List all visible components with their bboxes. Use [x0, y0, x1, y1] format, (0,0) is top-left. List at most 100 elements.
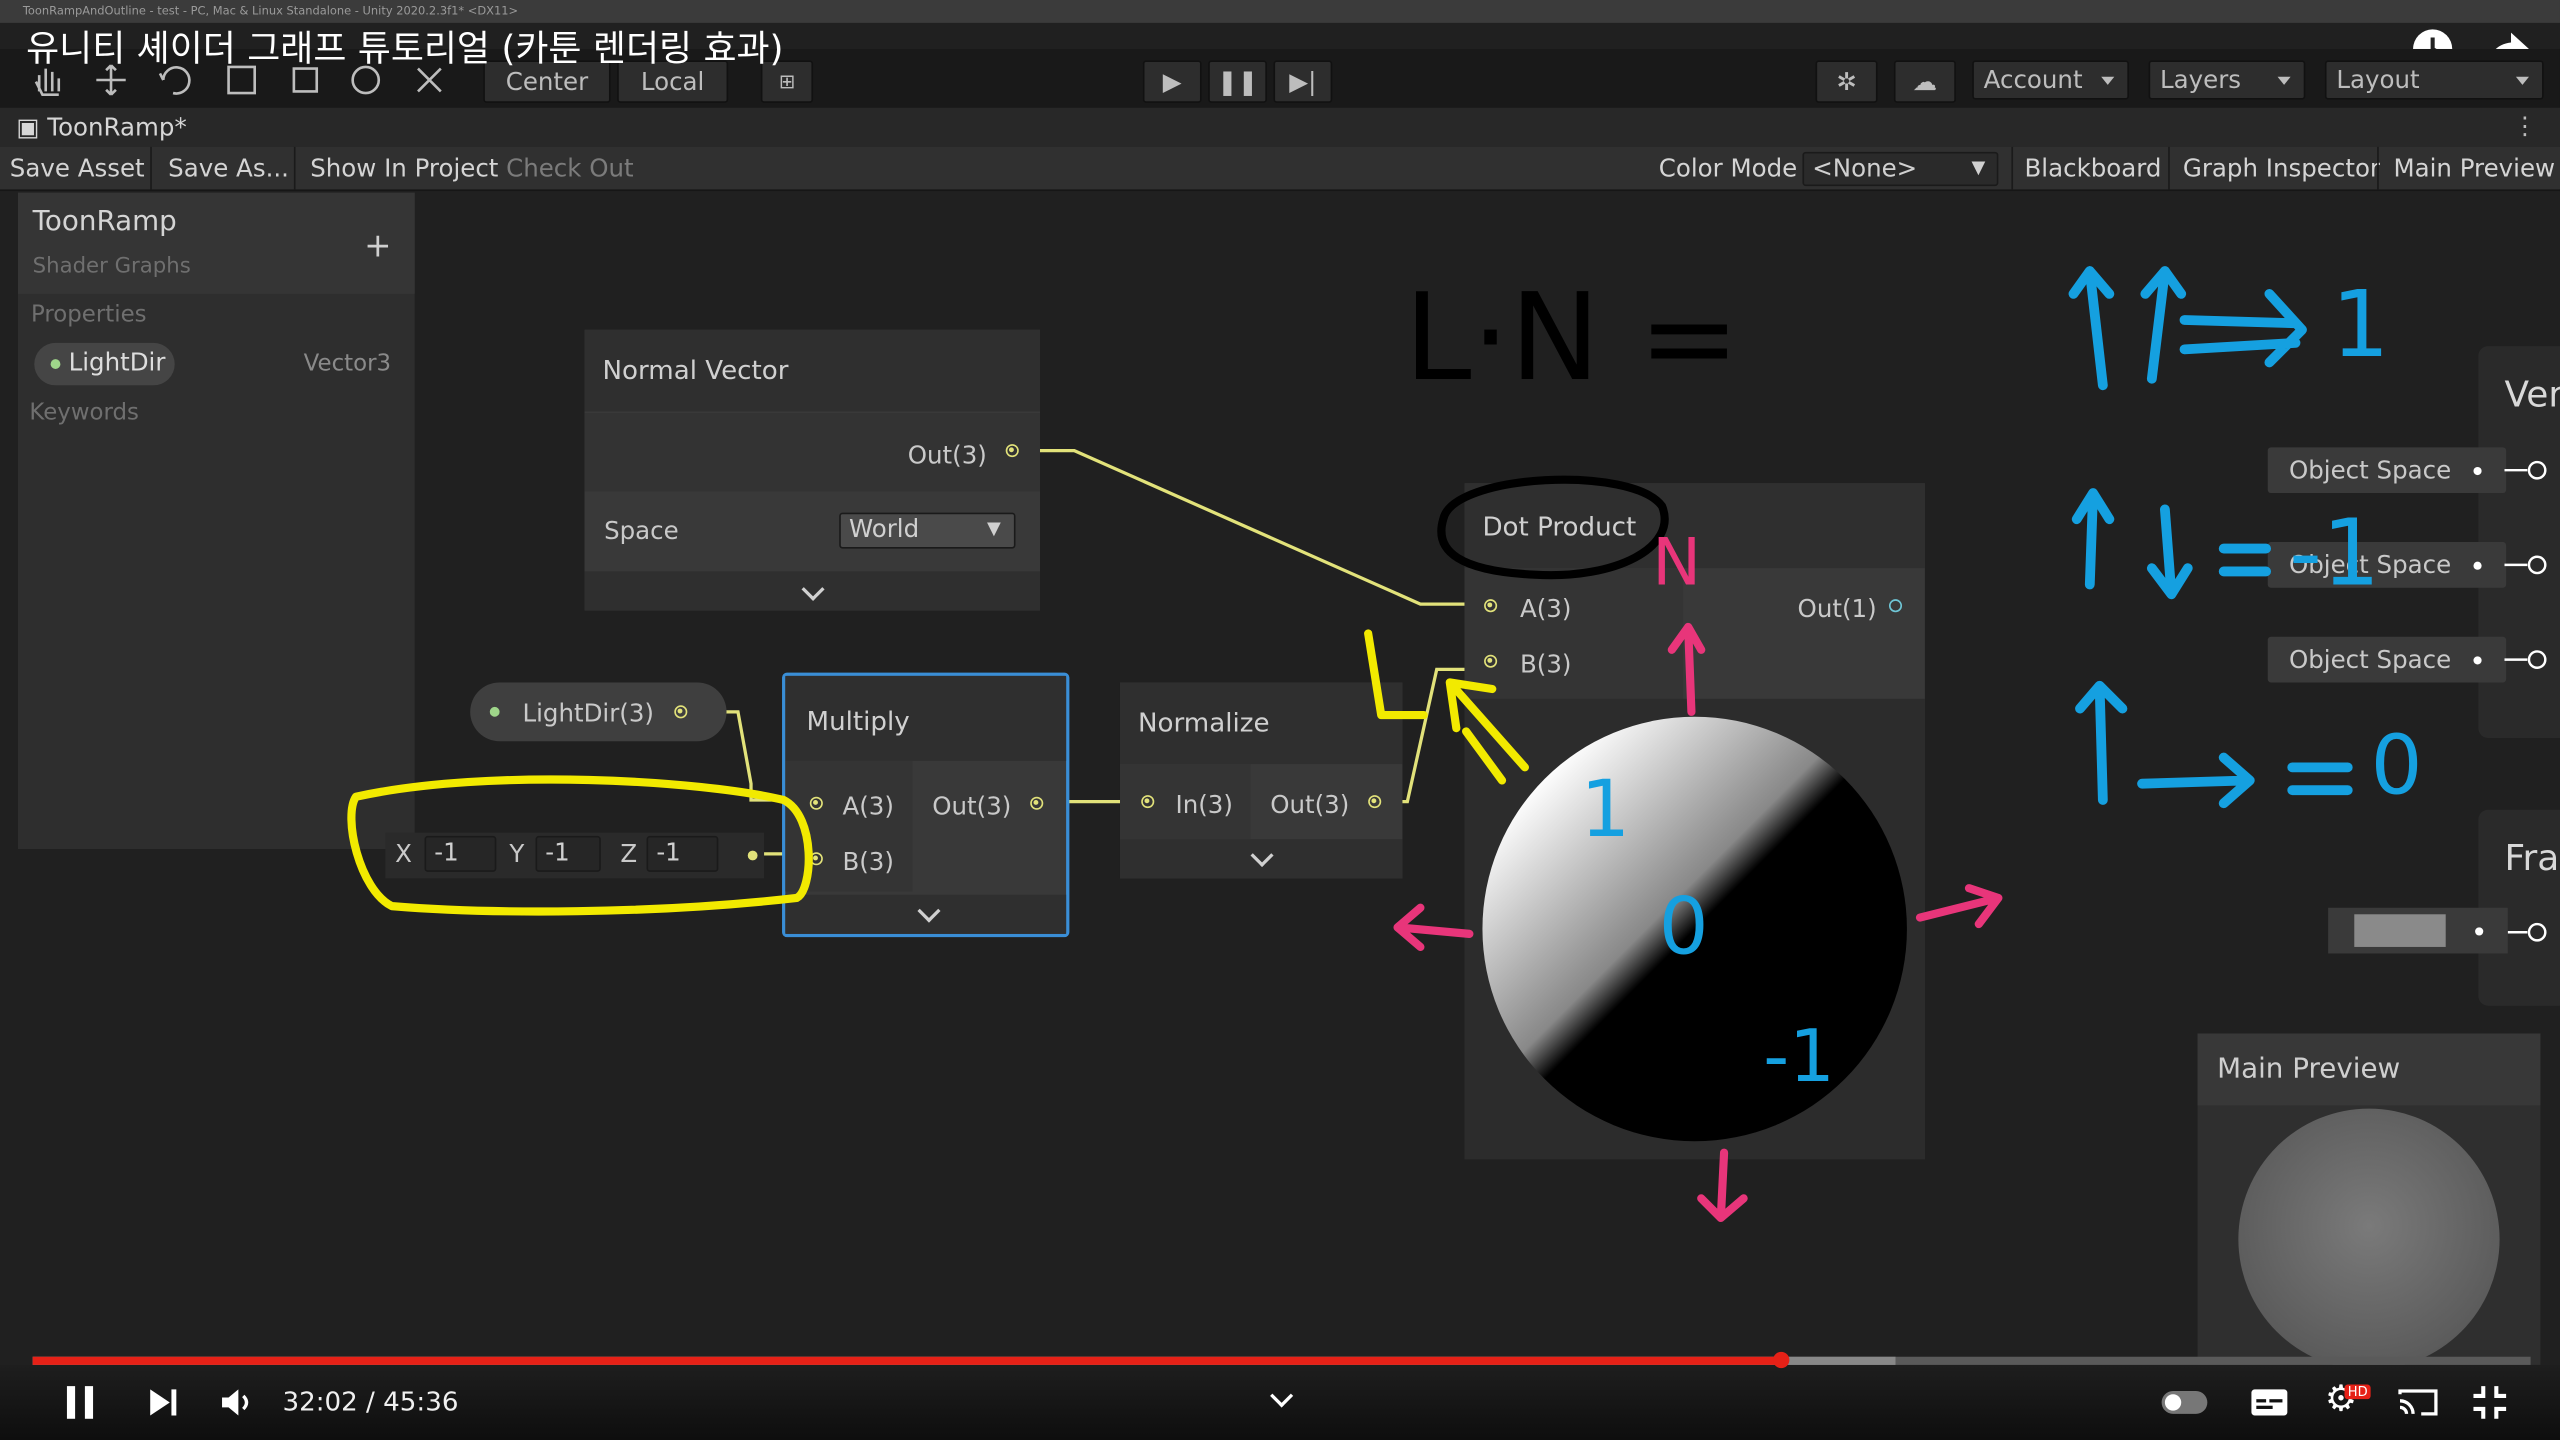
- progress-scrubber[interactable]: [1773, 1351, 1790, 1369]
- x-field[interactable]: -1: [424, 835, 497, 872]
- property-pill-lightdir[interactable]: LightDir: [34, 342, 175, 386]
- node-header: [785, 675, 1067, 761]
- wire-normal-to-dot-a: [1018, 448, 1483, 606]
- save-as-button[interactable]: Save As...: [168, 153, 289, 183]
- color-mode-dropdown[interactable]: <None> ▼: [1802, 151, 1999, 187]
- video-title[interactable]: 유니티 셰이더 그래프 튜토리얼 (카툰 렌더링 효과): [26, 29, 784, 71]
- space-value: World: [848, 514, 920, 544]
- port-a[interactable]: [809, 796, 823, 810]
- check-out-button[interactable]: Check Out: [506, 153, 634, 183]
- blackboard-toggle[interactable]: Blackboard: [2024, 153, 2162, 183]
- port-out-label: Out(3): [907, 440, 987, 471]
- window-caption: ToonRampAndOutline - test - PC, Mac & Li…: [22, 4, 519, 18]
- transform-tool-icon: [351, 65, 381, 95]
- node-normal-vector[interactable]: Normal Vector Out(3) Space World ▼: [584, 329, 1040, 611]
- cloud-button[interactable]: ☁: [1893, 60, 1956, 103]
- exit-fullscreen-icon[interactable]: [2472, 1384, 2508, 1420]
- save-asset-button[interactable]: Save Asset: [9, 153, 145, 183]
- property-type: Vector3: [303, 351, 392, 378]
- port-out[interactable]: [1030, 796, 1044, 810]
- pause-button[interactable]: [62, 1384, 98, 1420]
- space-label: Object Space: [2288, 550, 2452, 580]
- step-button[interactable]: ▶|: [1273, 60, 1333, 103]
- pivot-local-button[interactable]: Local: [617, 60, 729, 103]
- tab-shader-graph[interactable]: ▣ ToonRamp*: [16, 112, 187, 143]
- volume-icon[interactable]: [219, 1386, 255, 1419]
- port-out[interactable]: [747, 850, 758, 861]
- subtitles-icon[interactable]: [2250, 1388, 2289, 1417]
- color-swatch[interactable]: [2354, 914, 2446, 947]
- port-out[interactable]: [1005, 444, 1019, 458]
- node-lightdir-property[interactable]: LightDir(3): [470, 682, 727, 742]
- blackboard-subtitle: Shader Graphs: [32, 254, 191, 280]
- graph-inspector-toggle[interactable]: Graph Inspector: [2182, 153, 2380, 183]
- vertex-input-position[interactable]: Object Space: [2267, 447, 2507, 494]
- account-label: Account: [1983, 65, 2083, 95]
- port-out[interactable]: [1368, 795, 1382, 809]
- play-button[interactable]: ▶: [1142, 60, 1202, 103]
- normal-label: N: [1652, 524, 1701, 600]
- node-multiply[interactable]: Multiply A(3) B(3) Out(3): [782, 672, 1070, 938]
- rect-tool-icon: [292, 67, 319, 93]
- arrow-left-pink: [1393, 903, 1474, 952]
- step-icon: ▶|: [1289, 66, 1317, 97]
- arrow-up-pink: [1667, 622, 1706, 716]
- kebab-menu-icon[interactable]: ⋮: [2512, 111, 2538, 141]
- space-dropdown[interactable]: World ▼: [839, 512, 1016, 549]
- show-in-project-button[interactable]: Show In Project: [310, 153, 499, 183]
- port-dot: [2473, 466, 2482, 476]
- pivot-local-label: Local: [640, 66, 705, 97]
- arrows-perpendicular-blue: [2075, 680, 2255, 809]
- fragment-input-color[interactable]: [2328, 907, 2508, 954]
- layout-dropdown[interactable]: Layout: [2324, 60, 2544, 100]
- y-field[interactable]: -1: [535, 835, 601, 872]
- progress-played: [32, 1356, 1782, 1365]
- grid-snap-icon: ⊞: [778, 70, 796, 94]
- layers-dropdown[interactable]: Layers: [2148, 60, 2306, 100]
- main-preview-toggle[interactable]: Main Preview: [2393, 153, 2556, 183]
- y-label: Y: [509, 839, 525, 869]
- grid-snap-button[interactable]: ⊞: [760, 60, 814, 103]
- port-a[interactable]: [1484, 599, 1498, 613]
- custom-tool-icon: [417, 67, 442, 93]
- property-dot: [50, 359, 61, 369]
- node-dot-product[interactable]: Dot Product A(3) B(3) Out(1): [1464, 483, 1925, 1160]
- vertex-input-normal[interactable]: Object Space: [2267, 542, 2507, 588]
- arrow-down-pink: [1697, 1148, 1748, 1223]
- autoplay-toggle[interactable]: [2161, 1391, 2208, 1414]
- vertex-input-tangent[interactable]: Object Space: [2267, 636, 2507, 683]
- node-title: Multiply: [806, 705, 910, 737]
- port-out[interactable]: [1888, 599, 1903, 613]
- cast-icon[interactable]: [2397, 1386, 2439, 1419]
- blackboard-panel: ToonRamp Shader Graphs + Properties Ligh…: [17, 192, 415, 849]
- keywords-section-label: Keywords: [29, 399, 139, 427]
- cloud-icon: ☁: [1912, 66, 1938, 97]
- port-b[interactable]: [1484, 654, 1498, 668]
- highlight-vector-input-circle: [347, 775, 813, 916]
- port-in[interactable]: [1141, 795, 1155, 809]
- vector3-inline-input: X -1 Y -1 Z -1: [385, 832, 765, 879]
- preview-sphere[interactable]: [2238, 1108, 2500, 1370]
- services-button[interactable]: ✲: [1815, 60, 1878, 103]
- pause-icon: [84, 1386, 94, 1419]
- sphere-top-value: 1: [1580, 764, 1630, 855]
- settings-button[interactable]: ⚙ HD: [2325, 1380, 2371, 1423]
- node-normalize[interactable]: Normalize In(3) Out(3): [1119, 682, 1403, 879]
- z-field[interactable]: -1: [646, 835, 719, 872]
- pivot-center-button[interactable]: Center: [483, 60, 611, 103]
- scale-tool-icon: [227, 65, 256, 95]
- arrow-right-pink: [1915, 884, 2003, 929]
- player-controls-bar: [0, 1364, 2560, 1440]
- unity-window-caption-bar: ToonRampAndOutline - test - PC, Mac & Li…: [0, 0, 2560, 23]
- highlight-dot-product-circle: [1437, 475, 1669, 580]
- port-out[interactable]: [674, 705, 688, 719]
- property-label: LightDir(3): [522, 698, 655, 729]
- pause-button[interactable]: ❚❚: [1208, 60, 1267, 103]
- highlight-arrow-yellow: [1445, 678, 1529, 785]
- next-icon[interactable]: [147, 1386, 183, 1419]
- add-property-button[interactable]: +: [364, 225, 392, 265]
- color-mode-label: Color Mode: [1658, 153, 1798, 183]
- implies-icon: [2179, 288, 2307, 368]
- account-dropdown[interactable]: Account: [1972, 60, 2129, 100]
